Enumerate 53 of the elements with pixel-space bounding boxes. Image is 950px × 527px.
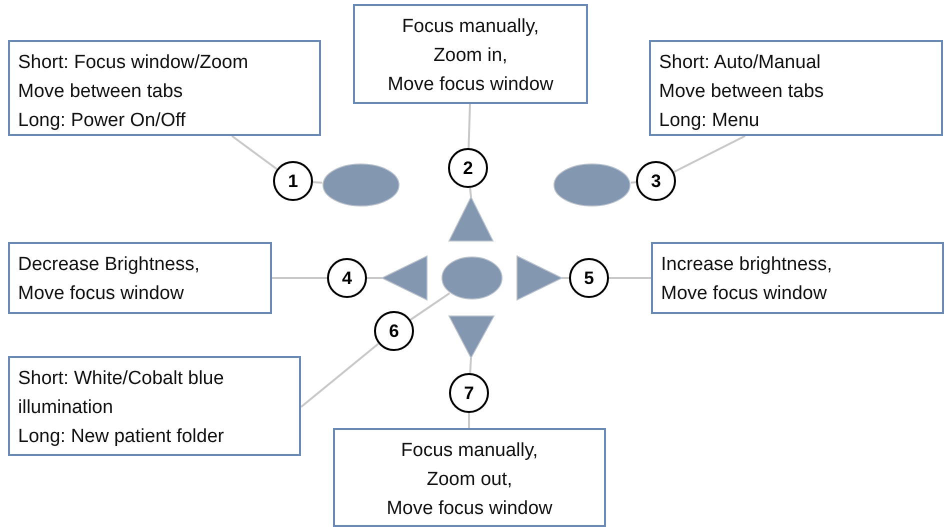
button-shape (441, 256, 503, 300)
callout-box (651, 242, 944, 314)
leader-line (312, 181, 322, 184)
callout-text: Move focus window (386, 497, 554, 521)
leader-line (468, 104, 471, 148)
leader-line (367, 277, 382, 279)
button-shape (449, 197, 493, 241)
leader-line (630, 181, 636, 184)
button-shape (322, 163, 400, 207)
callout-number: 2 (448, 148, 488, 188)
button-shape (449, 316, 494, 358)
leader-line (300, 342, 380, 408)
button-shape (553, 163, 631, 207)
callout-box (353, 4, 588, 104)
callout-text: Long: Power On/Off (18, 109, 187, 133)
leader-line (673, 135, 746, 173)
callout-number: 7 (449, 373, 489, 413)
callout-box (8, 40, 321, 136)
callout-number: 1 (273, 161, 313, 201)
leader-line (468, 413, 470, 428)
leader-line (231, 135, 278, 170)
callout-number: 4 (327, 258, 367, 298)
leader-line (469, 358, 472, 374)
callout-text: Move focus window (661, 282, 828, 306)
callout-text: Short: Focus window/Zoom (18, 51, 250, 75)
callout-text: Move between tabs (659, 80, 825, 104)
leader-line (562, 277, 569, 279)
callout-text: Short: White/Cobalt blue illumination (18, 367, 225, 420)
callout-text: Focus manually, (400, 439, 539, 463)
callout-box (8, 356, 301, 456)
callout-number: 6 (374, 311, 414, 351)
leader-line (469, 188, 472, 198)
callout-text: Long: New patient folder (18, 425, 225, 449)
leader-line (609, 277, 651, 279)
callout-text: Move between tabs (18, 80, 184, 104)
callout-text: Zoom in, (432, 44, 508, 68)
callout-text: Decrease Brightness, (18, 253, 201, 277)
leader-line (410, 292, 450, 321)
button-shape (517, 256, 562, 300)
callout-text: Long: Menu (659, 109, 760, 133)
callout-number: 5 (569, 258, 609, 298)
callout-text: Increase brightness, (661, 253, 834, 277)
callout-number: 3 (636, 161, 676, 201)
callout-text: Move focus window (386, 73, 554, 97)
callout-text: Focus manually, (401, 15, 540, 39)
callout-box (333, 428, 606, 527)
callout-text: Zoom out, (426, 468, 514, 492)
callout-box (8, 242, 272, 314)
leader-line (272, 277, 327, 279)
callout-text: Short: Auto/Manual (659, 51, 822, 75)
callout-box (649, 40, 943, 136)
callout-text: Move focus window (18, 282, 185, 306)
button-shape (382, 256, 427, 300)
